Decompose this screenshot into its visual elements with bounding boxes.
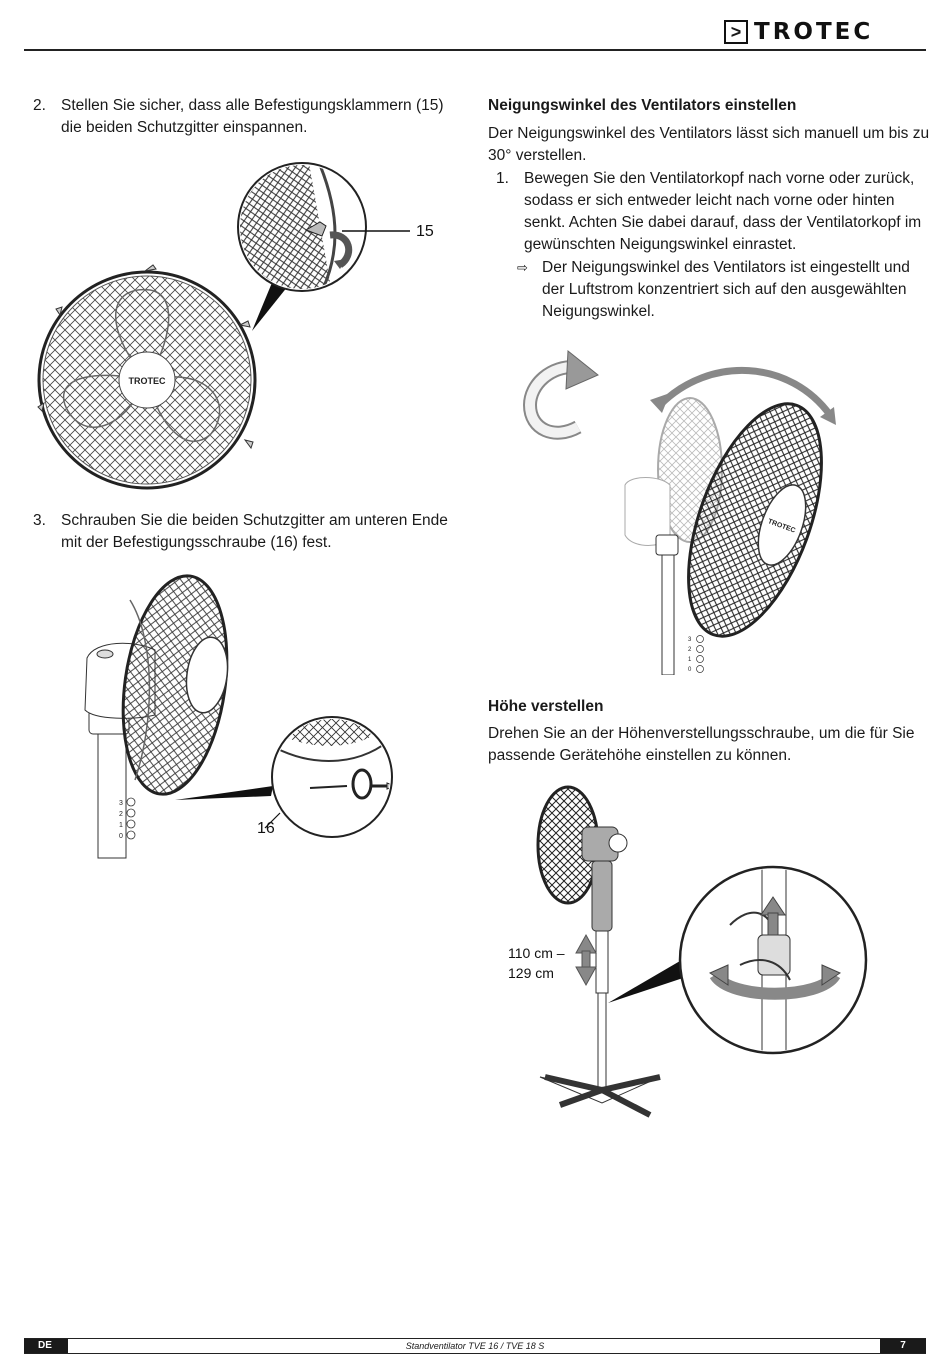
step2-number: 2. — [33, 97, 46, 114]
svg-text:3: 3 — [688, 637, 692, 643]
fan-grill-clips-illustration: TROTEC 15 — [37, 162, 434, 490]
tilt-intro-line2: 30° verstellen. — [488, 147, 587, 164]
footer-title: Standventilator TVE 16 / TVE 18 S — [405, 1341, 545, 1351]
height-heading: Höhe verstellen — [488, 698, 604, 715]
header-rule — [24, 49, 926, 51]
svg-text:1: 1 — [688, 657, 692, 663]
footer-page-number: 7 — [880, 1339, 926, 1353]
tilt-step-line1: Bewegen Sie den Ventilatorkopf nach vorn… — [524, 170, 915, 187]
step2-text-line1: Stellen Sie sicher, dass alle Befestigun… — [61, 97, 444, 114]
step2-text-line2: die beiden Schutzgitter einspannen. — [61, 119, 308, 136]
tilt-step-line3: senkt. Achten Sie dabei darauf, dass der… — [524, 214, 922, 231]
logo-mark-icon: > — [724, 20, 748, 44]
scale-mark-2: 2 — [119, 811, 123, 818]
footer: DE Standventilator TVE 16 / TVE 18 S 7 — [24, 1338, 926, 1354]
scale-mark-3: 3 — [119, 800, 123, 807]
height-range-line1: 110 cm – — [508, 945, 565, 961]
trotec-logo: > TROTEC — [724, 18, 873, 46]
fan-height-illustration: 110 cm – 129 cm — [508, 785, 868, 1118]
step3-text-line2: mit der Befestigungsschraube (16) fest. — [61, 534, 332, 551]
scale-mark-0: 0 — [119, 833, 123, 840]
result-arrow-icon: ⇨ — [517, 260, 528, 275]
rotate-arrow-icon — [565, 350, 599, 390]
scale-mark-1: 1 — [119, 822, 123, 829]
height-range-line2: 129 cm — [508, 965, 554, 981]
svg-text:2: 2 — [688, 647, 692, 653]
tilt-step-line4: gewünschten Neigungswinkel einrastet. — [524, 236, 797, 253]
callout-15: 15 — [416, 223, 434, 240]
tilt-step-line2: sodass er sich entweder leicht nach vorn… — [524, 192, 895, 209]
height-text-line1: Drehen Sie an der Höhenverstellungsschra… — [488, 725, 915, 742]
footer-language: DE — [24, 1339, 68, 1353]
tilt-heading: Neigungswinkel des Ventilators einstelle… — [488, 97, 797, 114]
tilt-result-line2: der Luftstrom konzentriert sich auf den … — [542, 281, 907, 298]
tilt-result-line3: Neigungswinkel. — [542, 303, 655, 320]
fan-screw-illustration: 3 2 1 0 16 — [84, 574, 393, 859]
step3-number: 3. — [33, 512, 46, 529]
fan-logo-text: TROTEC — [129, 376, 166, 386]
step3-text-line1: Schrauben Sie die beiden Schutzgitter am… — [61, 512, 448, 529]
svg-text:0: 0 — [688, 667, 692, 673]
tilt-result-line1: Der Neigungswinkel des Ventilators ist e… — [542, 259, 910, 276]
tilt-step-number: 1. — [496, 170, 509, 187]
logo-text: TROTEC — [754, 19, 874, 45]
tilt-intro-line1: Der Neigungswinkel des Ventilators lässt… — [488, 125, 930, 142]
callout-16: 16 — [257, 820, 275, 837]
height-text-line2: passende Gerätehöhe einstellen zu können… — [488, 747, 792, 764]
